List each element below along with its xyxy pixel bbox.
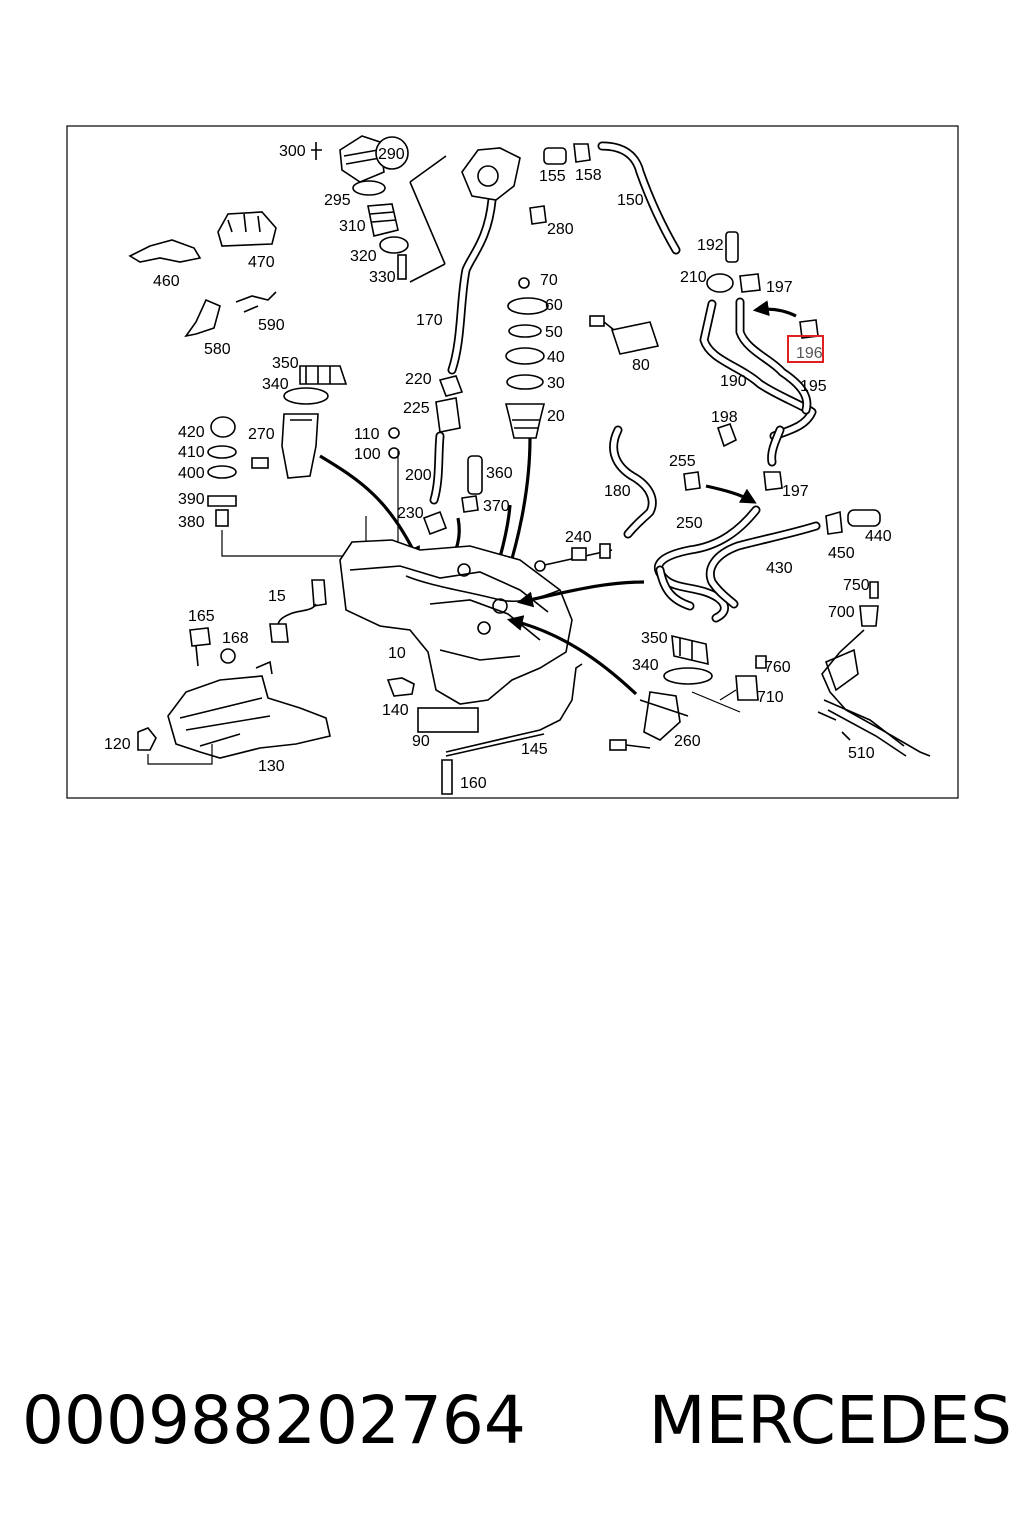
sender-stack (504, 277, 549, 439)
label-760: 760 (764, 659, 791, 676)
label-40: 40 (547, 349, 565, 366)
label-197: 197 (766, 279, 793, 296)
label-50: 50 (545, 324, 563, 341)
label-160: 160 (460, 775, 487, 792)
label-130: 130 (258, 758, 285, 775)
label-260: 260 (674, 733, 701, 750)
diagram-frame (66, 125, 959, 799)
label-580: 580 (204, 341, 231, 358)
label-510: 510 (848, 745, 875, 762)
hose-250 (654, 471, 761, 623)
label-340-right: 340 (632, 657, 659, 674)
label-350-right: 350 (641, 630, 668, 647)
label-590: 590 (258, 317, 285, 334)
label-30: 30 (547, 375, 565, 392)
fuel-tank (339, 539, 645, 705)
label-180: 180 (604, 483, 631, 500)
label-110: 110 (354, 426, 380, 443)
label-430: 430 (766, 560, 793, 577)
label-90: 90 (412, 733, 430, 750)
label-320: 320 (350, 248, 377, 265)
label-200: 200 (405, 467, 432, 484)
label-170: 170 (416, 312, 443, 329)
label-225: 225 (403, 400, 430, 417)
label-280: 280 (547, 221, 574, 238)
label-155: 155 (539, 168, 566, 185)
label-300: 300 (279, 143, 306, 160)
highlight-box (787, 335, 824, 363)
label-197-lower: 197 (782, 483, 809, 500)
filler-cap-group (311, 135, 409, 280)
control-unit (589, 315, 660, 355)
label-60: 60 (545, 297, 563, 314)
label-80: 80 (632, 357, 650, 374)
label-230: 230 (397, 505, 424, 522)
label-192: 192 (697, 237, 724, 254)
label-340-left: 340 (262, 376, 289, 393)
label-240: 240 (565, 529, 592, 546)
label-120: 120 (104, 736, 131, 753)
label-470: 470 (248, 254, 275, 271)
label-140: 140 (382, 702, 409, 719)
caption: 000988202764 MERCEDES (22, 1372, 1012, 1468)
label-195: 195 (800, 378, 827, 395)
filler-neck (409, 147, 521, 375)
label-295: 295 (324, 192, 351, 209)
label-290: 290 (378, 146, 405, 163)
label-350-left: 350 (272, 355, 299, 372)
label-158: 158 (575, 167, 602, 184)
left-lower-parts (137, 579, 331, 765)
label-460: 460 (153, 273, 180, 290)
label-410: 410 (178, 444, 205, 461)
lower-middle-parts (386, 663, 583, 795)
vent-lines-right (699, 231, 824, 491)
label-390: 390 (178, 491, 205, 508)
label-165: 165 (188, 608, 215, 625)
pipe-180 (609, 425, 657, 539)
label-420: 420 (178, 424, 205, 441)
label-750: 750 (843, 577, 870, 594)
label-100: 100 (354, 446, 381, 463)
label-330: 330 (369, 269, 396, 286)
label-360: 360 (486, 465, 513, 482)
label-370: 370 (483, 498, 510, 515)
label-20: 20 (547, 408, 565, 425)
vent-hose-group (529, 141, 681, 255)
pump-left (207, 365, 420, 563)
label-400: 400 (178, 465, 205, 482)
label-190: 190 (720, 373, 747, 390)
rod-240 (534, 543, 613, 572)
label-220: 220 (405, 371, 432, 388)
label-196: 196 (796, 345, 823, 362)
label-145: 145 (521, 741, 548, 758)
label-440: 440 (865, 528, 892, 545)
part-labels: 300 290 155 158 150 295 280 310 320 330 … (104, 143, 892, 792)
label-150: 150 (617, 192, 644, 209)
label-270: 270 (248, 426, 275, 443)
label-710: 710 (757, 689, 784, 706)
brand-name: MERCEDES (648, 1381, 1012, 1459)
label-380: 380 (178, 514, 205, 531)
label-450: 450 (828, 545, 855, 562)
bracket-group (128, 211, 277, 338)
hose-430 (705, 509, 881, 609)
label-10: 10 (388, 645, 406, 662)
label-255: 255 (669, 453, 696, 470)
label-198: 198 (711, 409, 738, 426)
label-70: 70 (540, 272, 558, 289)
label-250: 250 (676, 515, 703, 532)
pump-right (609, 634, 767, 751)
filler-lower (388, 375, 464, 569)
label-15: 15 (268, 588, 286, 605)
label-168: 168 (222, 630, 249, 647)
harness-510 (817, 581, 931, 757)
part-number: 000988202764 (22, 1381, 526, 1459)
label-310: 310 (339, 218, 366, 235)
label-210: 210 (680, 269, 707, 286)
label-700: 700 (828, 604, 855, 621)
